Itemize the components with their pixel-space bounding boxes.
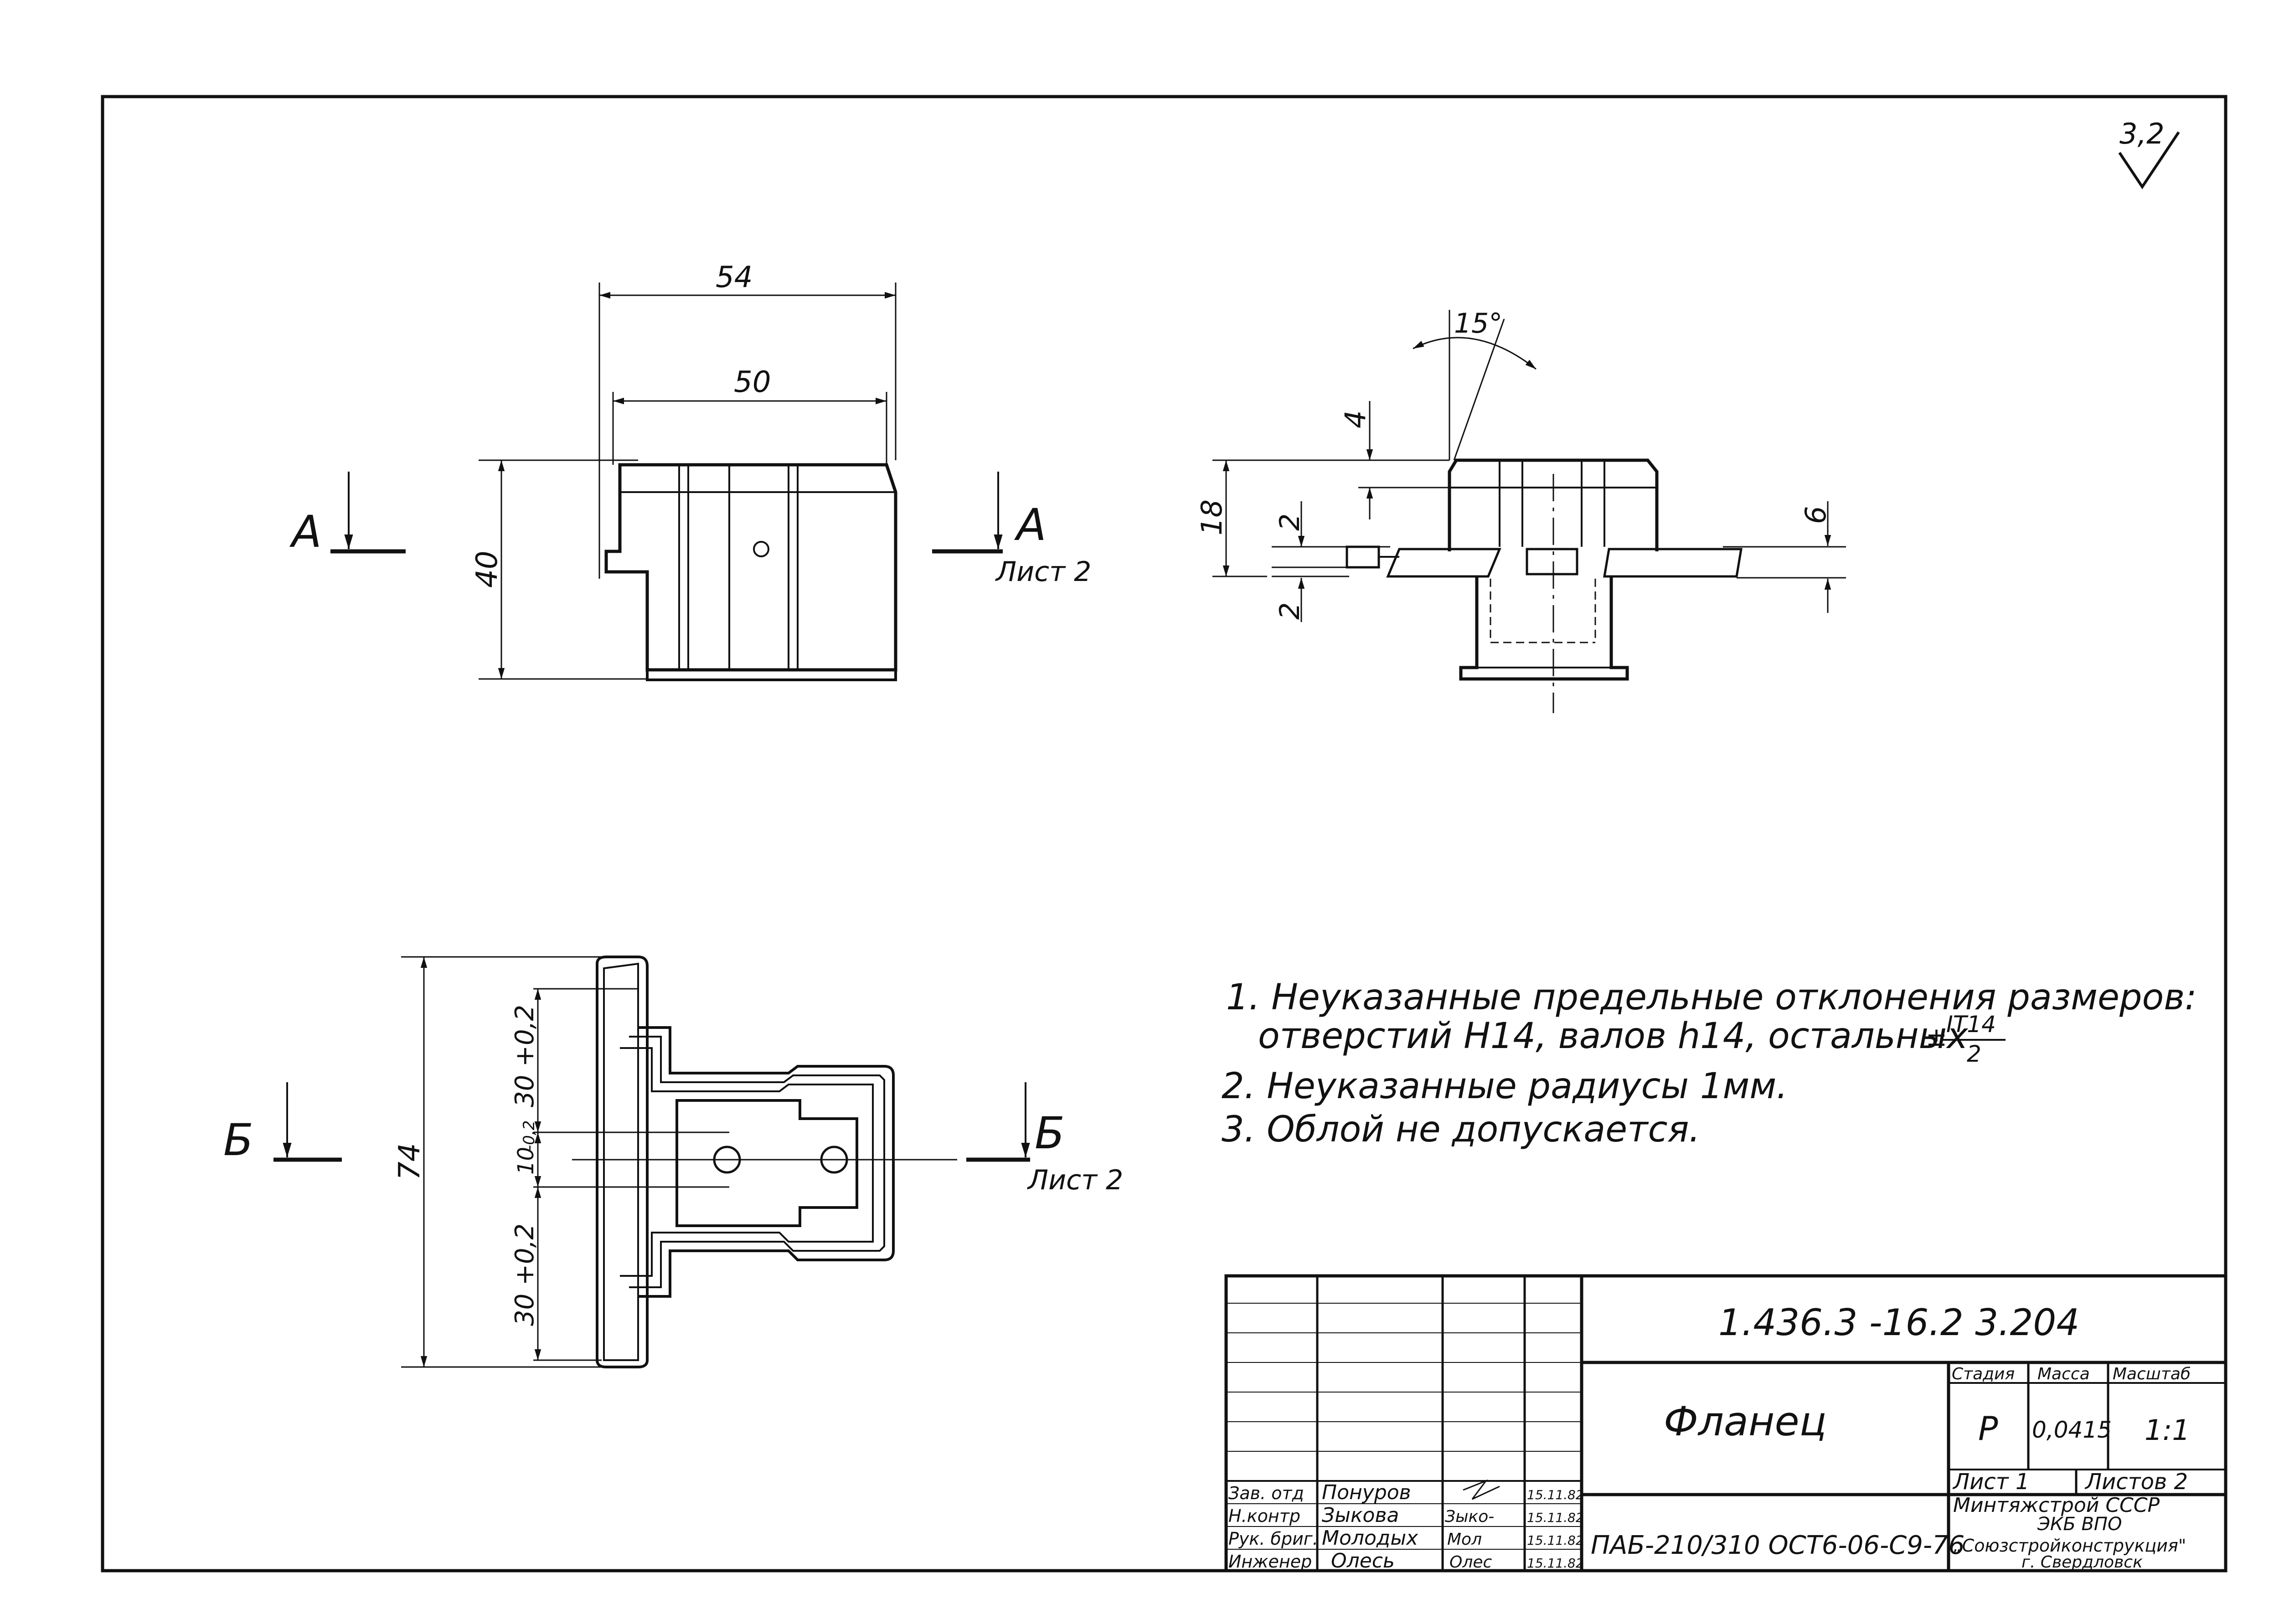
section-mark-a-right: А Лист 2 <box>932 472 1091 588</box>
document-number: 1.436.3 -16.2 3.204 <box>1718 1301 2079 1344</box>
signature-2: Мол <box>1447 1530 1482 1549</box>
mass-header: Масса <box>2037 1365 2090 1383</box>
dim-30-top: 30 +0,2 <box>510 1005 540 1107</box>
frame-border <box>101 95 2227 1573</box>
title-block: Зав. отд Н.контр Рук. бриг. Инженер Пону… <box>1224 1274 2227 1573</box>
date-2: 15.11.82 <box>1527 1533 1584 1548</box>
role-1: Н.контр <box>1228 1506 1300 1526</box>
signature-0 <box>1463 1479 1500 1500</box>
plan-view: 74 30 +0,2 10 -0,2 30 +0,2 Б <box>223 956 1123 1368</box>
svg-text:Лист 2: Лист 2 <box>1027 1164 1123 1196</box>
dim-10-tol: -0,2 <box>520 1120 538 1151</box>
signature-1: Зыко- <box>1445 1507 1494 1526</box>
stage-value: Р <box>1978 1409 1998 1448</box>
note-1-line2: отверстий H14, валов h14, остальных <box>1258 1016 1968 1057</box>
date-3: 15.11.82 <box>1527 1556 1584 1571</box>
note-3: 3. Облой не допускается. <box>1222 1109 1700 1150</box>
technical-notes: 1. Неуказанные предельные отклонения раз… <box>1222 977 2197 1150</box>
dim-54: 54 <box>716 261 753 294</box>
note-1-line1: 1. Неуказанные предельные отклонения раз… <box>1226 977 2197 1018</box>
dim-40: 40 <box>470 551 504 588</box>
scale-value: 1:1 <box>2145 1413 2190 1447</box>
date-0: 15.11.82 <box>1527 1487 1584 1502</box>
svg-text:Б: Б <box>223 1115 253 1166</box>
dim-4: 4 <box>1339 411 1372 428</box>
name-2: Молодых <box>1322 1526 1418 1550</box>
dim-2-upper: 2 <box>1274 514 1306 531</box>
note-1-frac-top: IT14 <box>1946 1011 1996 1038</box>
date-1: 15.11.82 <box>1527 1510 1584 1525</box>
dim-2-lower: 2 <box>1274 602 1306 620</box>
dim-6: 6 <box>1799 506 1832 524</box>
mass-value: 0,0415 <box>2032 1417 2112 1443</box>
org-line-2: ЭКБ ВПО <box>2037 1514 2122 1535</box>
section-mark-a-left: А <box>289 472 406 557</box>
stage-header: Стадия <box>1952 1365 2015 1383</box>
material-spec: ПАБ-210/310 ОСТ6-06-С9-76 <box>1591 1531 1964 1560</box>
front-view: 54 50 40 А А Лист 2 <box>289 261 1091 681</box>
dim-15-deg: 15° <box>1454 308 1502 339</box>
org-line-4: г. Свердловск <box>2021 1553 2143 1572</box>
signature-3: Олес <box>1449 1553 1492 1572</box>
svg-text:А: А <box>1014 499 1047 550</box>
dim-74: 74 <box>393 1143 427 1180</box>
part-name: Фланец <box>1664 1398 1827 1445</box>
section-mark-b-right: Б Лист 2 <box>966 1082 1123 1196</box>
scale-header: Масштаб <box>2113 1365 2191 1383</box>
section-mark-b-left: Б <box>223 1082 342 1166</box>
role-0: Зав. отд <box>1228 1483 1304 1503</box>
role-2: Рук. бриг. <box>1228 1529 1318 1549</box>
dim-10: 10 <box>513 1147 539 1175</box>
name-1: Зыкова <box>1322 1504 1399 1527</box>
role-3: Инженер <box>1228 1552 1312 1572</box>
svg-text:А: А <box>289 506 322 557</box>
dim-30-bottom: 30 +0,2 <box>510 1223 540 1326</box>
org-line-1: Минтяжстрой СССР <box>1953 1494 2160 1517</box>
roughness-mark: 3,2 <box>2118 117 2180 190</box>
note-1-frac-bottom: 2 <box>1967 1041 1981 1067</box>
side-view: 15° 18 4 2 2 6 <box>1195 308 1846 713</box>
sheet-label: Лист 1 <box>1952 1469 2029 1495</box>
note-2: 2. Неуказанные радиусы 1мм. <box>1222 1066 1788 1107</box>
svg-text:Лист 2: Лист 2 <box>995 556 1091 588</box>
dim-50: 50 <box>734 365 771 399</box>
name-0: Понуров <box>1322 1481 1411 1504</box>
dim-18: 18 <box>1195 499 1228 535</box>
org-line-3: „Союзстройконструкция" <box>1953 1536 2186 1556</box>
note-1-pm: ± <box>1926 1023 1947 1052</box>
sheets-label: Листов 2 <box>2084 1469 2188 1495</box>
name-3: Олесь <box>1331 1549 1395 1573</box>
svg-text:Б: Б <box>1035 1108 1065 1159</box>
svg-text:3,2: 3,2 <box>2119 117 2165 150</box>
